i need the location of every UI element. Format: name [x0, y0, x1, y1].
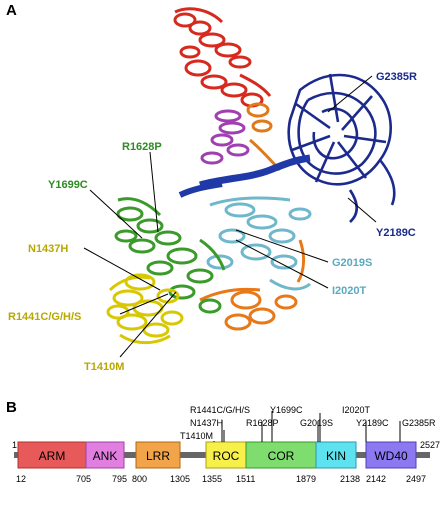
panel-b-letter: B — [6, 399, 17, 416]
ank-domain-structure — [200, 109, 250, 165]
label-g2385r: G2385R — [376, 71, 417, 83]
domain-wd40: WD40 — [365, 441, 417, 469]
position-1511: 1511 — [236, 474, 255, 484]
position-2497: 2497 — [406, 474, 426, 484]
svg-text:WD40: WD40 — [374, 449, 408, 463]
position-1879: 1879 — [296, 474, 316, 484]
position-1305: 1305 — [170, 474, 190, 484]
label-i2020t: I2020T — [332, 285, 367, 297]
domain-ank: ANK — [85, 441, 125, 469]
position-800: 800 — [132, 474, 147, 484]
mutation-y2189c: Y2189C — [356, 418, 389, 428]
label-y2189c: Y2189C — [376, 227, 416, 239]
mutation-r1628p: R1628P — [246, 418, 279, 428]
mutation-g2019s: G2019S — [300, 418, 333, 428]
arm-domain-structure — [173, 7, 272, 108]
svg-text:ANK: ANK — [93, 449, 118, 463]
domain-cor: COR — [245, 441, 317, 469]
position-1355: 1355 — [202, 474, 222, 484]
wd40-domain-structure — [178, 73, 396, 223]
svg-text:LRR: LRR — [146, 449, 170, 463]
label-y1699c: Y1699C — [48, 179, 88, 191]
mutation-g2385r: G2385R — [402, 418, 436, 428]
label-r1628p: R1628P — [122, 141, 162, 153]
domain-map: ARM ANK LRR ROC COR KIN WD40 R1441C/G/H/… — [12, 405, 440, 484]
position-795: 795 — [112, 474, 127, 484]
domain-roc: ROC — [205, 441, 247, 469]
mutation-i2020t: I2020T — [342, 405, 371, 415]
domain-arm: ARM — [17, 441, 87, 469]
domain-lrr: LRR — [135, 441, 181, 469]
svg-text:COR: COR — [268, 449, 295, 463]
position-705: 705 — [76, 474, 91, 484]
panel-a-letter: A — [6, 2, 17, 19]
svg-text:KIN: KIN — [326, 449, 346, 463]
label-g2019s: G2019S — [332, 257, 372, 269]
svg-text:ROC: ROC — [213, 449, 240, 463]
position-2138: 2138 — [340, 474, 360, 484]
cor-domain-structure — [199, 239, 305, 331]
position-2142: 2142 — [366, 474, 386, 484]
kinase-domain-structure — [206, 196, 312, 291]
protein-structure-figure: G2385R R1628P Y1699C N1437H R1441C/G/H/S… — [8, 7, 417, 373]
position-end: 2527 — [420, 440, 440, 450]
domain-kin: KIN — [315, 441, 357, 469]
roc-domain-structure — [114, 197, 226, 314]
lrr-domain-structure — [106, 273, 184, 345]
position-start: 1 — [12, 440, 17, 450]
position-12: 12 — [16, 474, 26, 484]
label-r1441: R1441C/G/H/S — [8, 311, 81, 323]
mutation-t1410m: T1410M — [180, 431, 213, 441]
mutation-y1699c: Y1699C — [270, 405, 303, 415]
mutation-n1437h: N1437H — [190, 418, 223, 428]
svg-text:ARM: ARM — [39, 449, 66, 463]
label-n1437h: N1437H — [28, 243, 68, 255]
label-t1410m: T1410M — [84, 361, 124, 373]
mutation-r1441: R1441C/G/H/S — [190, 405, 250, 415]
